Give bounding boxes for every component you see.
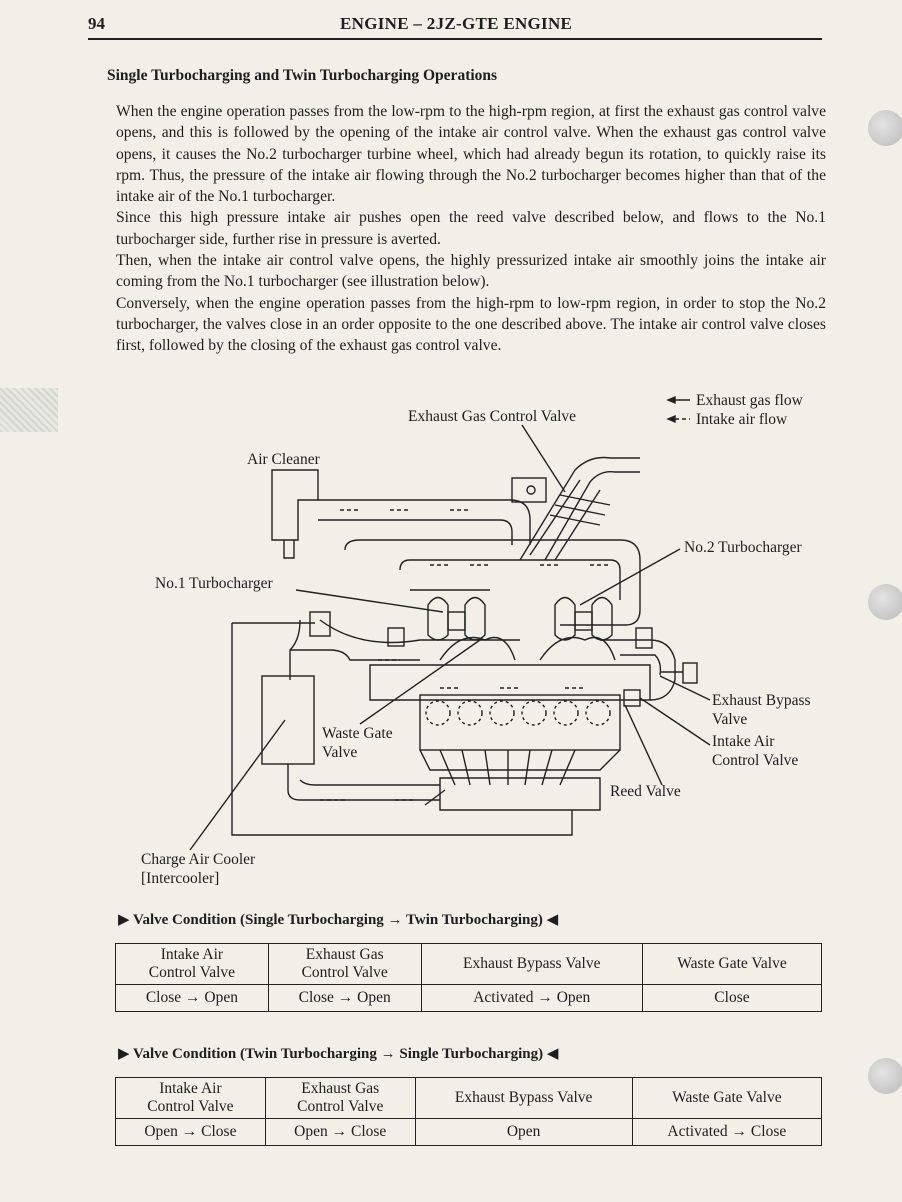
column-header: Waste Gate Valve [641,943,823,985]
paragraph: Conversely, when the engine operation pa… [116,294,826,355]
triangle-left-icon: ◀ [546,912,559,928]
table-cell: Open [414,1118,633,1146]
table-cell: Activated → Open [420,984,643,1012]
table-cell: Close → Open [115,984,269,1012]
label-no2-turbocharger: No.2 Turbocharger [684,539,802,556]
table-cell: Close [641,984,823,1012]
label-charge-air-cooler: Charge Air Cooler [Intercooler] [141,851,256,887]
section-heading: Single Turbocharging and Twin Turbocharg… [107,67,498,84]
label-waste-gate-valve: Waste Gate Valve [322,725,393,761]
scan-edge-mark [0,388,58,432]
table-cell: Open → Close [115,1118,266,1146]
paragraph: Since this high pressure intake air push… [116,209,826,248]
label-intake-air-control-valve: Intake Air Control Valve [712,733,799,769]
header-rule [88,38,822,40]
paragraph: Then, when the intake air control valve … [116,252,826,291]
column-header: Waste Gate Valve [631,1077,823,1119]
label-no1-turbocharger: No.1 Turbocharger [155,575,273,592]
body-text: When the engine operation passes from th… [116,101,826,357]
page-header-title: ENGINE – 2JZ-GTE ENGINE [340,14,573,33]
label-exhaust-gas-control-valve: Exhaust Gas Control Valve [408,408,577,425]
label-reed-valve: Reed Valve [610,783,681,800]
table-heading-single-to-twin: ▶ Valve Condition (Single Turbocharging … [118,912,559,928]
table-heading-twin-to-single: ▶ Valve Condition (Twin Turbocharging → … [118,1046,559,1062]
label-exhaust-bypass-valve: Exhaust Bypass Valve [712,692,811,728]
page-number: 94 [88,14,105,33]
table-cell: Open → Close [264,1118,416,1146]
table-cell: Activated → Close [631,1118,823,1146]
legend-exhaust-gas-flow: Exhaust gas flow [696,392,803,409]
table-cell: Close → Open [267,984,422,1012]
binder-hole-top [868,110,902,146]
binder-hole-bottom [868,1058,902,1094]
triangle-right-icon: ▶ [118,1046,130,1062]
table-row: Open → Close Open → Close Open Activated… [115,1118,823,1146]
paragraph: When the engine operation passes from th… [116,103,826,206]
triangle-left-icon: ◀ [546,1046,559,1062]
turbo-system-diagram [189,395,711,851]
binder-hole-middle [868,584,902,620]
column-header: Exhaust Bypass Valve [420,943,643,985]
legend-intake-air-flow: Intake air flow [696,411,788,428]
column-header: Exhaust Bypass Valve [414,1077,633,1119]
label-air-cleaner: Air Cleaner [247,451,320,468]
triangle-right-icon: ▶ [118,912,130,928]
table-row: Close → Open Close → Open Activated → Op… [115,984,823,1012]
